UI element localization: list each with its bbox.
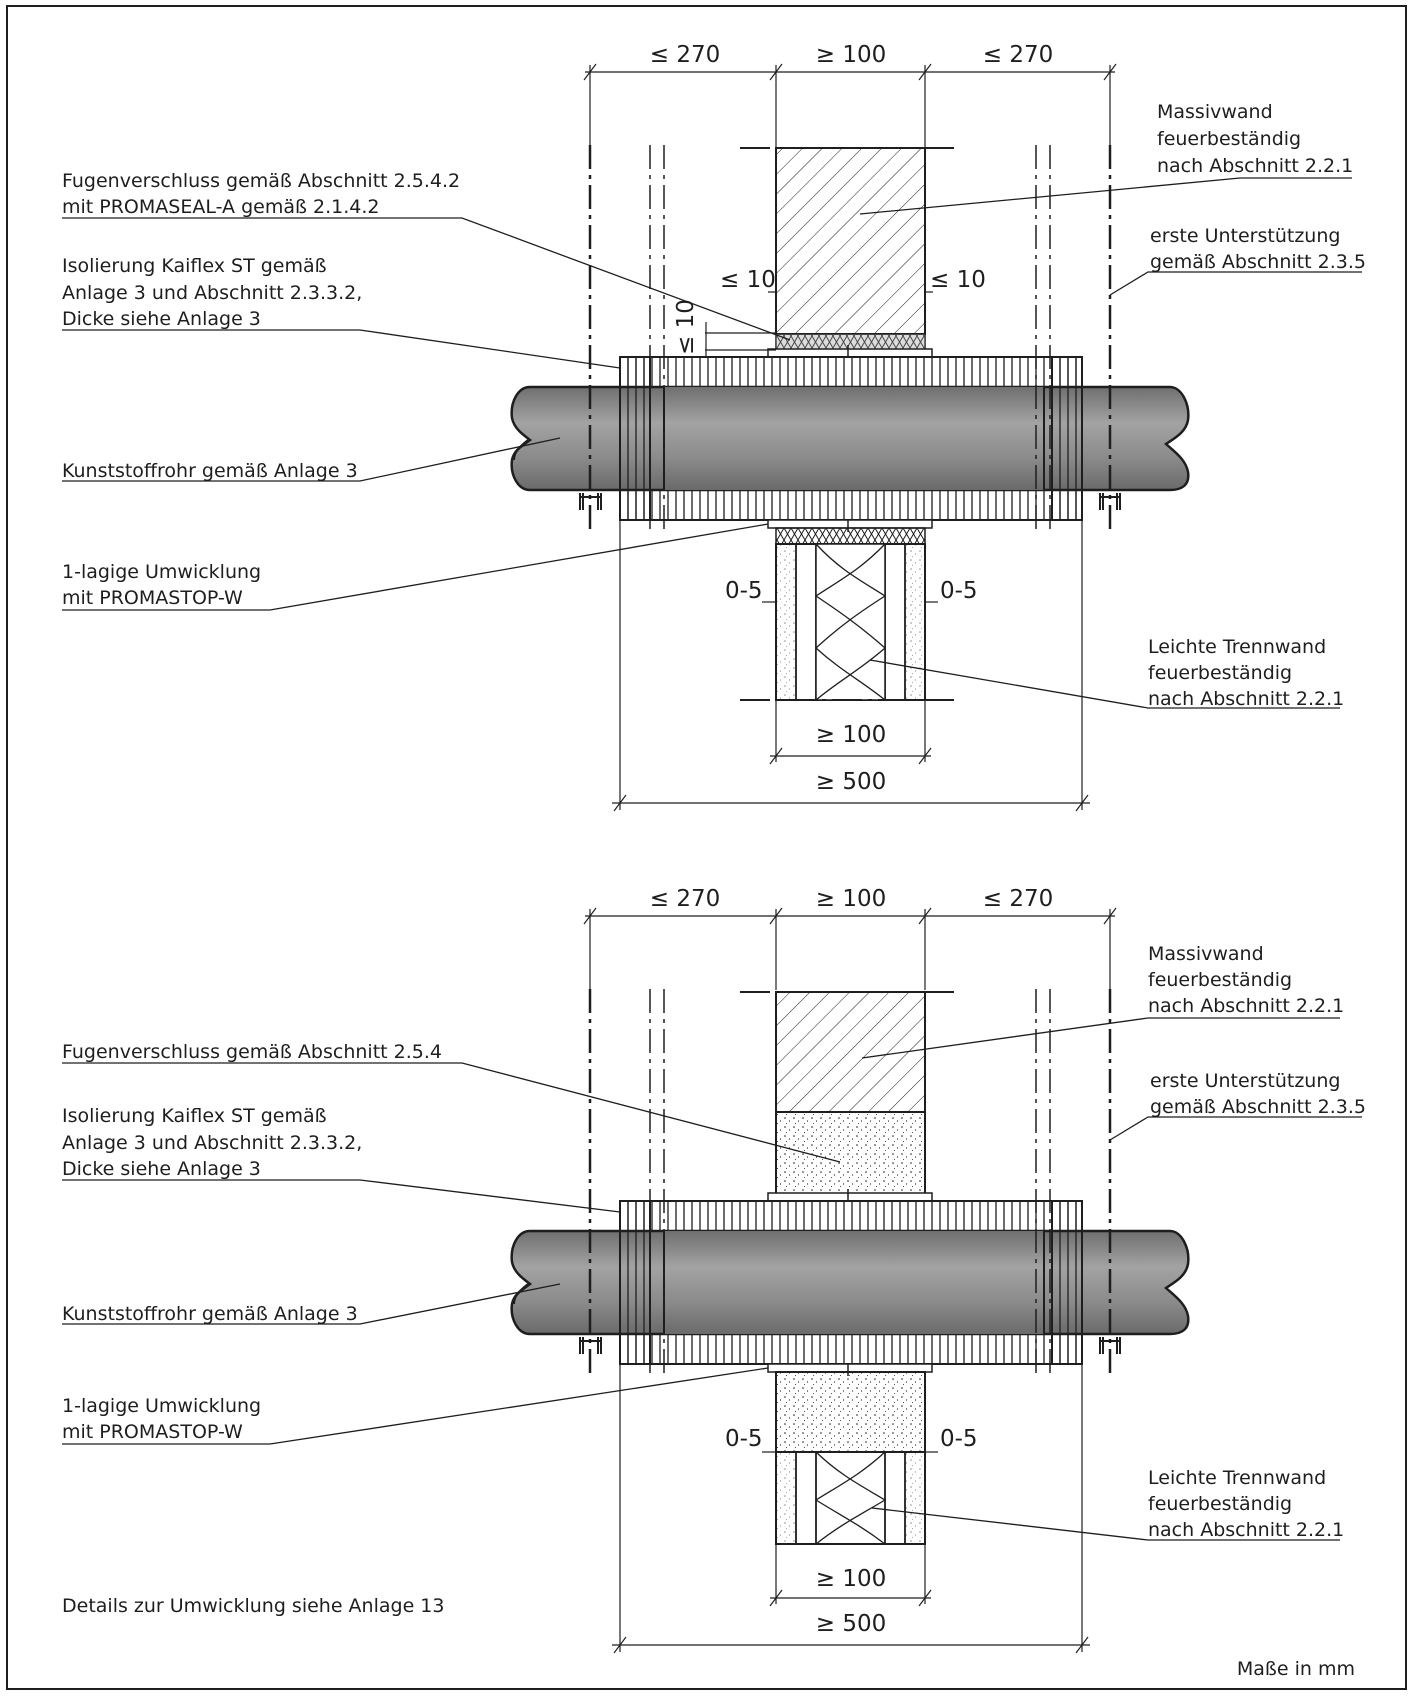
label-top-isolierung-2: Anlage 3 und Abschnitt 2.3.3.2, [62,282,362,304]
dim-top-wall-width: ≥ 100 [816,722,886,748]
label-top-unterstuetzung-2: gemäß Abschnitt 2.3.5 [1150,251,1366,273]
leaders-bottom [62,1017,1362,1541]
label-bottom-isolierung-3: Dicke siehe Anlage 3 [62,1158,261,1180]
label-bottom-trennwand-1: Leichte Trennwand [1148,1467,1326,1489]
dim-bottom-tol-left: 0-5 [725,1426,763,1452]
dim-bottom-middle: ≥ 100 [816,886,886,912]
label-bottom-trennwand-3: nach Abschnitt 2.2.1 [1148,1519,1344,1541]
wrap-top-lower [767,519,933,529]
label-bottom-massivwand-1: Massivwand [1148,943,1264,965]
label-top-trennwand-3: nach Abschnitt 2.2.1 [1148,688,1344,710]
dim-top-tol-right: 0-5 [940,578,978,604]
dim-bottom-tol-right: 0-5 [940,1426,978,1452]
joint-filler-bottom-upper [775,1111,926,1195]
joint-filler-bottom-lower [775,1371,926,1453]
label-top-umwicklung-2: mit PROMASTOP-W [62,587,243,609]
label-bottom-unterstuetzung-1: erste Unterstützung [1150,1070,1340,1092]
label-top-massivwand-3: nach Abschnitt 2.2.1 [1157,155,1353,177]
light-partition-bottom [775,1451,926,1545]
dim-top-left: ≤ 270 [650,42,720,68]
label-top-fugen-2: mit PROMASEAL-A gemäß 2.1.4.2 [62,196,379,218]
detail-bottom: ≤ 270 ≥ 100 ≤ 270 [62,886,1366,1654]
label-bottom-massivwand-2: feuerbeständig [1148,969,1292,991]
label-bottom-trennwand-2: feuerbeständig [1148,1493,1292,1515]
detail-top: ≤ 270 ≥ 100 ≤ 270 [62,42,1366,812]
label-top-unterstuetzung-1: erste Unterstützung [1150,225,1340,247]
label-top-isolierung-1: Isolierung Kaiflex ST gemäß [62,255,327,277]
footer-units-note: Maße in mm [1237,1658,1355,1680]
dim-top-gap-right: ≤ 10 [930,267,986,293]
label-bottom-fugen: Fugenverschluss gemäß Abschnitt 2.5.4 [62,1041,442,1063]
label-top-fugen-1: Fugenverschluss gemäß Abschnitt 2.5.4.2 [62,170,460,192]
dim-bottom-right: ≤ 270 [983,886,1053,912]
sheet-border [6,5,1407,1690]
dim-bottom-left: ≤ 270 [650,886,720,912]
label-top-trennwand-2: feuerbeständig [1148,662,1292,684]
dim-line-top [583,63,1117,150]
insulation-bottom-upper [619,1200,1083,1232]
dim-top-tol-left: 0-5 [725,578,763,604]
insulation-bottom-lower [619,1333,1083,1365]
dim-bottom-wall-width: ≥ 100 [816,1566,886,1592]
label-bottom-umwicklung-1: 1-lagige Umwicklung [62,1395,261,1417]
dim-top-right: ≤ 270 [983,42,1053,68]
axis-lines-top [588,145,1112,535]
label-top-isolierung-3: Dicke siehe Anlage 3 [62,308,261,330]
leaders-top [62,177,1362,709]
label-bottom-rohr: Kunststoffrohr gemäß Anlage 3 [62,1303,358,1325]
label-top-massivwand-2: feuerbeständig [1157,128,1301,150]
massive-wall-bottom [775,991,926,1113]
dim-line-bottom [583,907,1117,990]
label-top-umwicklung-1: 1-lagige Umwicklung [62,561,261,583]
dim-top-middle: ≥ 100 [816,42,886,68]
label-bottom-isolierung-2: Anlage 3 und Abschnitt 2.3.3.2, [62,1132,362,1154]
label-top-rohr: Kunststoffrohr gemäß Anlage 3 [62,460,358,482]
wrap-top-upper [767,348,933,358]
insulation-top-lower [619,489,1083,521]
label-top-massivwand-1: Massivwand [1157,101,1273,123]
insulation-top-upper [619,356,1083,388]
footer-details-note: Details zur Umwicklung siehe Anlage 13 [62,1595,445,1617]
label-bottom-umwicklung-2: mit PROMASTOP-W [62,1421,243,1443]
light-partition-top [740,543,960,701]
dim-top-gap-vertical: ≤ 10 [673,299,699,355]
label-bottom-isolierung-1: Isolierung Kaiflex ST gemäß [62,1105,327,1127]
dim-bottom-insulation-min: ≥ 500 [816,1611,886,1637]
label-bottom-massivwand-3: nach Abschnitt 2.2.1 [1148,995,1344,1017]
label-bottom-unterstuetzung-2: gemäß Abschnitt 2.3.5 [1150,1096,1366,1118]
massive-wall-top [775,147,926,335]
label-top-trennwand-1: Leichte Trennwand [1148,636,1326,658]
dim-top-gap-left: ≤ 10 [720,267,776,293]
dim-top-insulation-min: ≥ 500 [816,769,886,795]
